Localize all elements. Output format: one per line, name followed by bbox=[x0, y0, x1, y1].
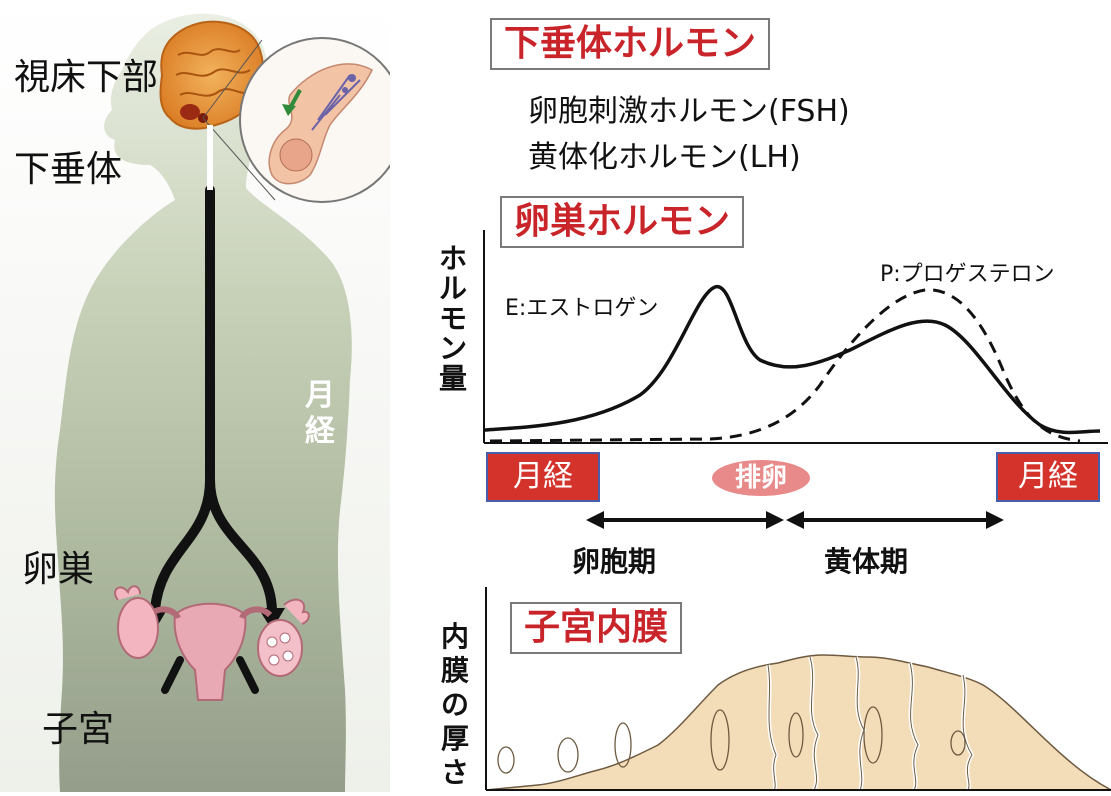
menstruation-box-left: 月経 bbox=[486, 452, 600, 502]
pituitary-hormone-title: 下垂体ホルモン bbox=[490, 18, 770, 70]
lh-label: 黄体化ホルモン(LH) bbox=[528, 132, 801, 176]
luteal-phase-arrow bbox=[786, 511, 1004, 529]
hormone-amount-axis-label: ホルモン量 bbox=[436, 244, 470, 394]
follicular-phase-arrow bbox=[586, 511, 784, 529]
ovulation-badge: 排卵 bbox=[712, 460, 810, 496]
phase-arrows bbox=[560, 505, 1020, 535]
endometrium-thickness-axis-label: 内膜の厚さ bbox=[438, 620, 472, 790]
endometrium-tissue bbox=[486, 655, 1111, 790]
pituitary-label: 下垂体 bbox=[14, 140, 122, 192]
ovary-label: 卵巣 bbox=[22, 540, 94, 592]
endometrium-diagram bbox=[478, 585, 1111, 792]
body-illustration-panel: 視床下部 下垂体 卵巣 子宮 月経 bbox=[0, 0, 390, 792]
follicular-phase-label: 卵胞期 bbox=[572, 540, 656, 580]
hypothalamus-label: 視床下部 bbox=[14, 48, 158, 100]
fsh-label: 卵胞刺激ホルモン(FSH) bbox=[528, 86, 850, 130]
progesterone-label: P:プロゲステロン bbox=[880, 256, 1055, 288]
menstruation-vertical-label: 月経 bbox=[300, 378, 340, 450]
luteal-phase-label: 黄体期 bbox=[824, 540, 908, 580]
estrogen-label: E:エストロゲン bbox=[505, 290, 658, 322]
uterus-label: 子宮 bbox=[42, 700, 114, 752]
menstruation-box-right: 月経 bbox=[996, 452, 1100, 502]
